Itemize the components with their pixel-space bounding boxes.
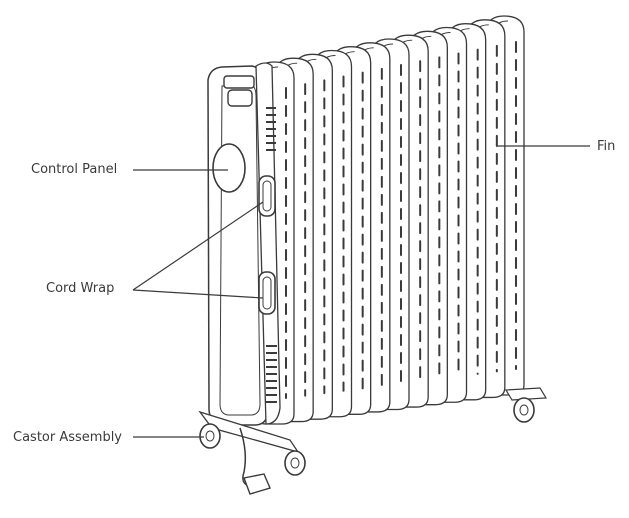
control-panel-body: [207, 62, 281, 426]
leader-cord-wrap-lower: [132, 289, 264, 299]
power-cord: [239, 427, 251, 487]
rear-foot: [504, 387, 548, 401]
side-panel: [255, 62, 281, 425]
cord-wrap-upper: [258, 175, 276, 217]
cord-wrap-lower: [258, 271, 276, 315]
castor-wheel-left: [199, 423, 221, 449]
label-control-panel: Control Panel: [31, 162, 118, 177]
fins-group: [255, 15, 525, 425]
control-dial: [212, 143, 246, 193]
label-fin: Fin: [597, 139, 616, 154]
power-plug: [243, 473, 271, 495]
label-cord-wrap: Cord Wrap: [46, 281, 115, 296]
cord-wrap-lower-inner: [262, 276, 272, 310]
castor-wheel-front: [284, 450, 306, 476]
display-window: [227, 89, 253, 107]
label-castor-assembly: Castor Assembly: [13, 430, 123, 445]
leader-lines: [132, 145, 590, 438]
castor-wheel-rear: [513, 397, 535, 423]
leader-cord-wrap-upper: [132, 201, 264, 291]
cord-wrap-upper-inner: [262, 180, 272, 212]
castor-wheel-left-hub: [205, 430, 215, 442]
castors-group: [198, 387, 548, 495]
castor-wheel-rear-hub: [519, 404, 529, 416]
castor-wheel-front-hub: [290, 457, 300, 469]
front-housing-inner: [219, 83, 261, 416]
handle-slot: [223, 75, 255, 89]
